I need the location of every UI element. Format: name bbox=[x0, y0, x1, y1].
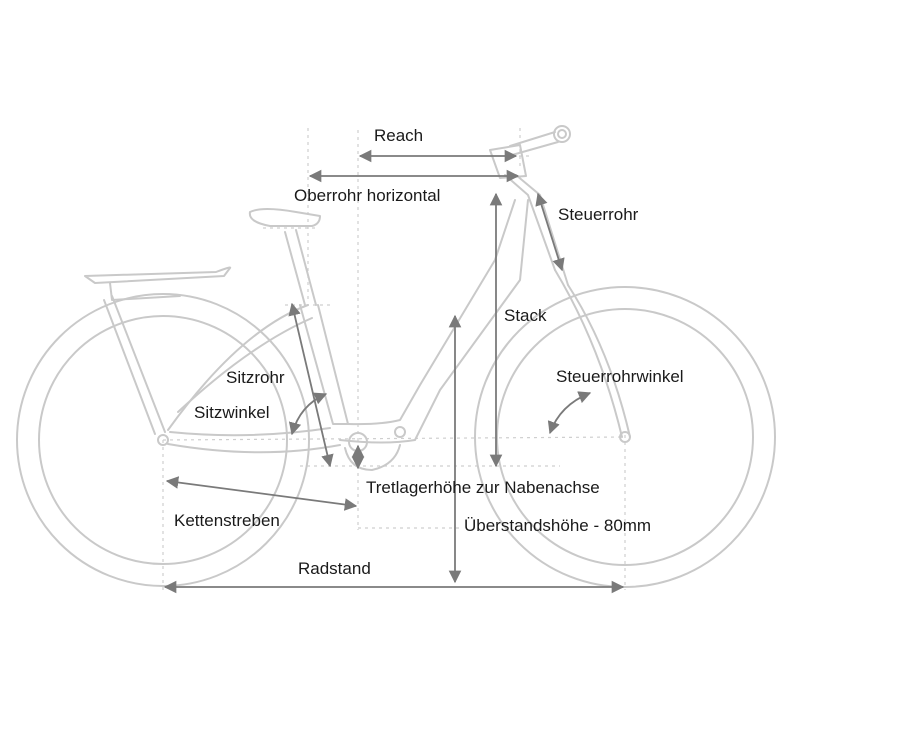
label-stack: Stack bbox=[504, 306, 547, 325]
bicycle-illustration bbox=[16, 125, 776, 588]
head-tube-arrow bbox=[535, 192, 565, 272]
label-reach: Reach bbox=[374, 126, 424, 145]
label-head-tube: Steuerrohr bbox=[558, 205, 639, 224]
stem bbox=[489, 144, 527, 179]
fork bbox=[554, 269, 623, 438]
measurement-arrows bbox=[163, 149, 625, 594]
handlebar bbox=[509, 131, 556, 147]
label-chainstay: Kettenstreben bbox=[174, 511, 280, 530]
down-tube bbox=[347, 199, 516, 426]
seat-angle-arc bbox=[288, 392, 328, 436]
head-angle-arc bbox=[547, 391, 592, 435]
label-head-angle: Steuerrohrwinkel bbox=[556, 367, 684, 386]
seat-post bbox=[284, 231, 306, 306]
label-wheelbase: Radstand bbox=[298, 559, 371, 578]
label-seat-tube: Sitzrohr bbox=[226, 368, 285, 387]
label-bb-drop: Tretlagerhöhe zur Nabenachse bbox=[366, 478, 600, 497]
chainstay-tube bbox=[167, 443, 341, 454]
label-standover: Überstandshöhe - 80mm bbox=[464, 516, 652, 535]
seat-tube-arrow bbox=[288, 302, 334, 468]
rear-rack bbox=[84, 266, 232, 284]
chainstay-arrow bbox=[165, 476, 358, 511]
motor bbox=[344, 444, 401, 471]
label-seat-angle: Sitzwinkel bbox=[194, 403, 270, 422]
label-top-tube: Oberrohr horizontal bbox=[294, 186, 441, 205]
saddle bbox=[248, 208, 321, 227]
